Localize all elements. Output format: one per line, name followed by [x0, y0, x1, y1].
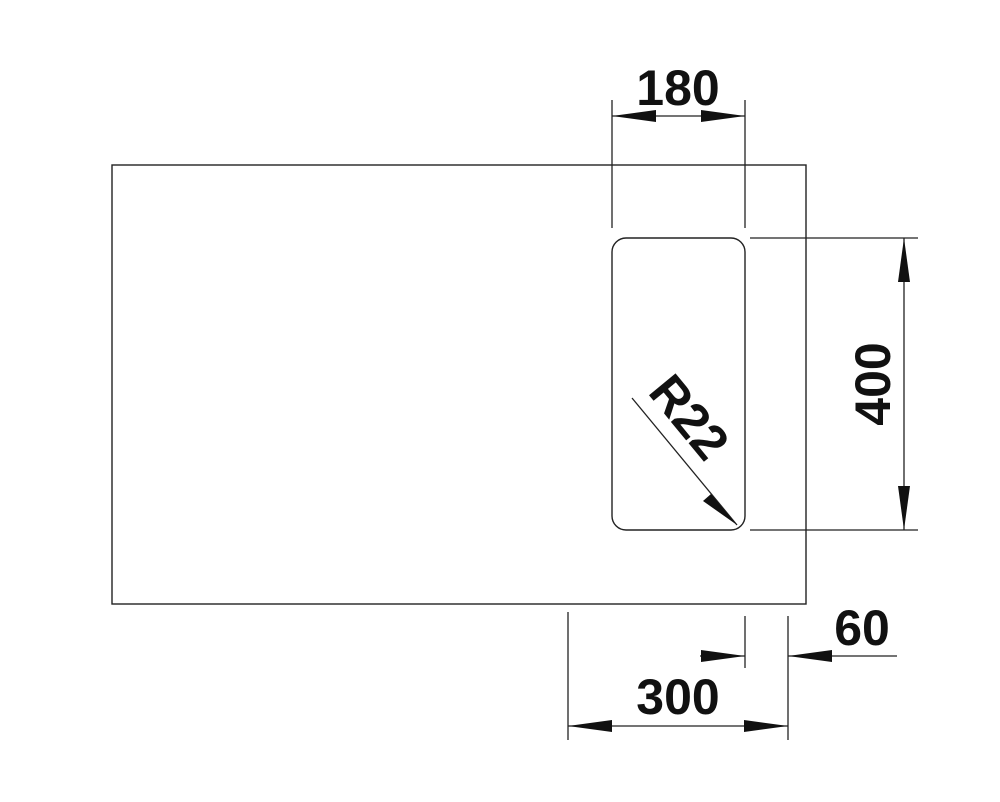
dimension-bowl-width: 180: [611, 60, 746, 228]
worktop-outline: [111, 164, 807, 605]
leader-line: [631, 397, 738, 526]
arrowhead-left: [568, 720, 612, 732]
arrowhead-right: [744, 720, 788, 732]
dimension-label: 400: [845, 342, 901, 425]
dimension-overall-cabinet: 300: [567, 612, 788, 740]
dimension-label: R22: [638, 364, 740, 470]
dimension-edge-offset: 60: [700, 600, 897, 740]
dimension-label: 180: [636, 60, 719, 116]
arrowhead-left: [612, 110, 656, 122]
dimension-label: 300: [636, 669, 719, 725]
arrowhead-left: [701, 650, 745, 662]
dimension-bowl-length: 400: [750, 237, 918, 531]
bowl-outline: [611, 237, 746, 531]
arrowhead-right: [701, 110, 745, 122]
arrowhead-right: [788, 650, 832, 662]
arrowhead-leader: [703, 494, 737, 525]
arrowhead-top: [898, 238, 910, 282]
dimension-corner-radius: R22: [631, 364, 740, 526]
dimension-label: 60: [834, 600, 890, 656]
arrowhead-bottom: [898, 486, 910, 530]
